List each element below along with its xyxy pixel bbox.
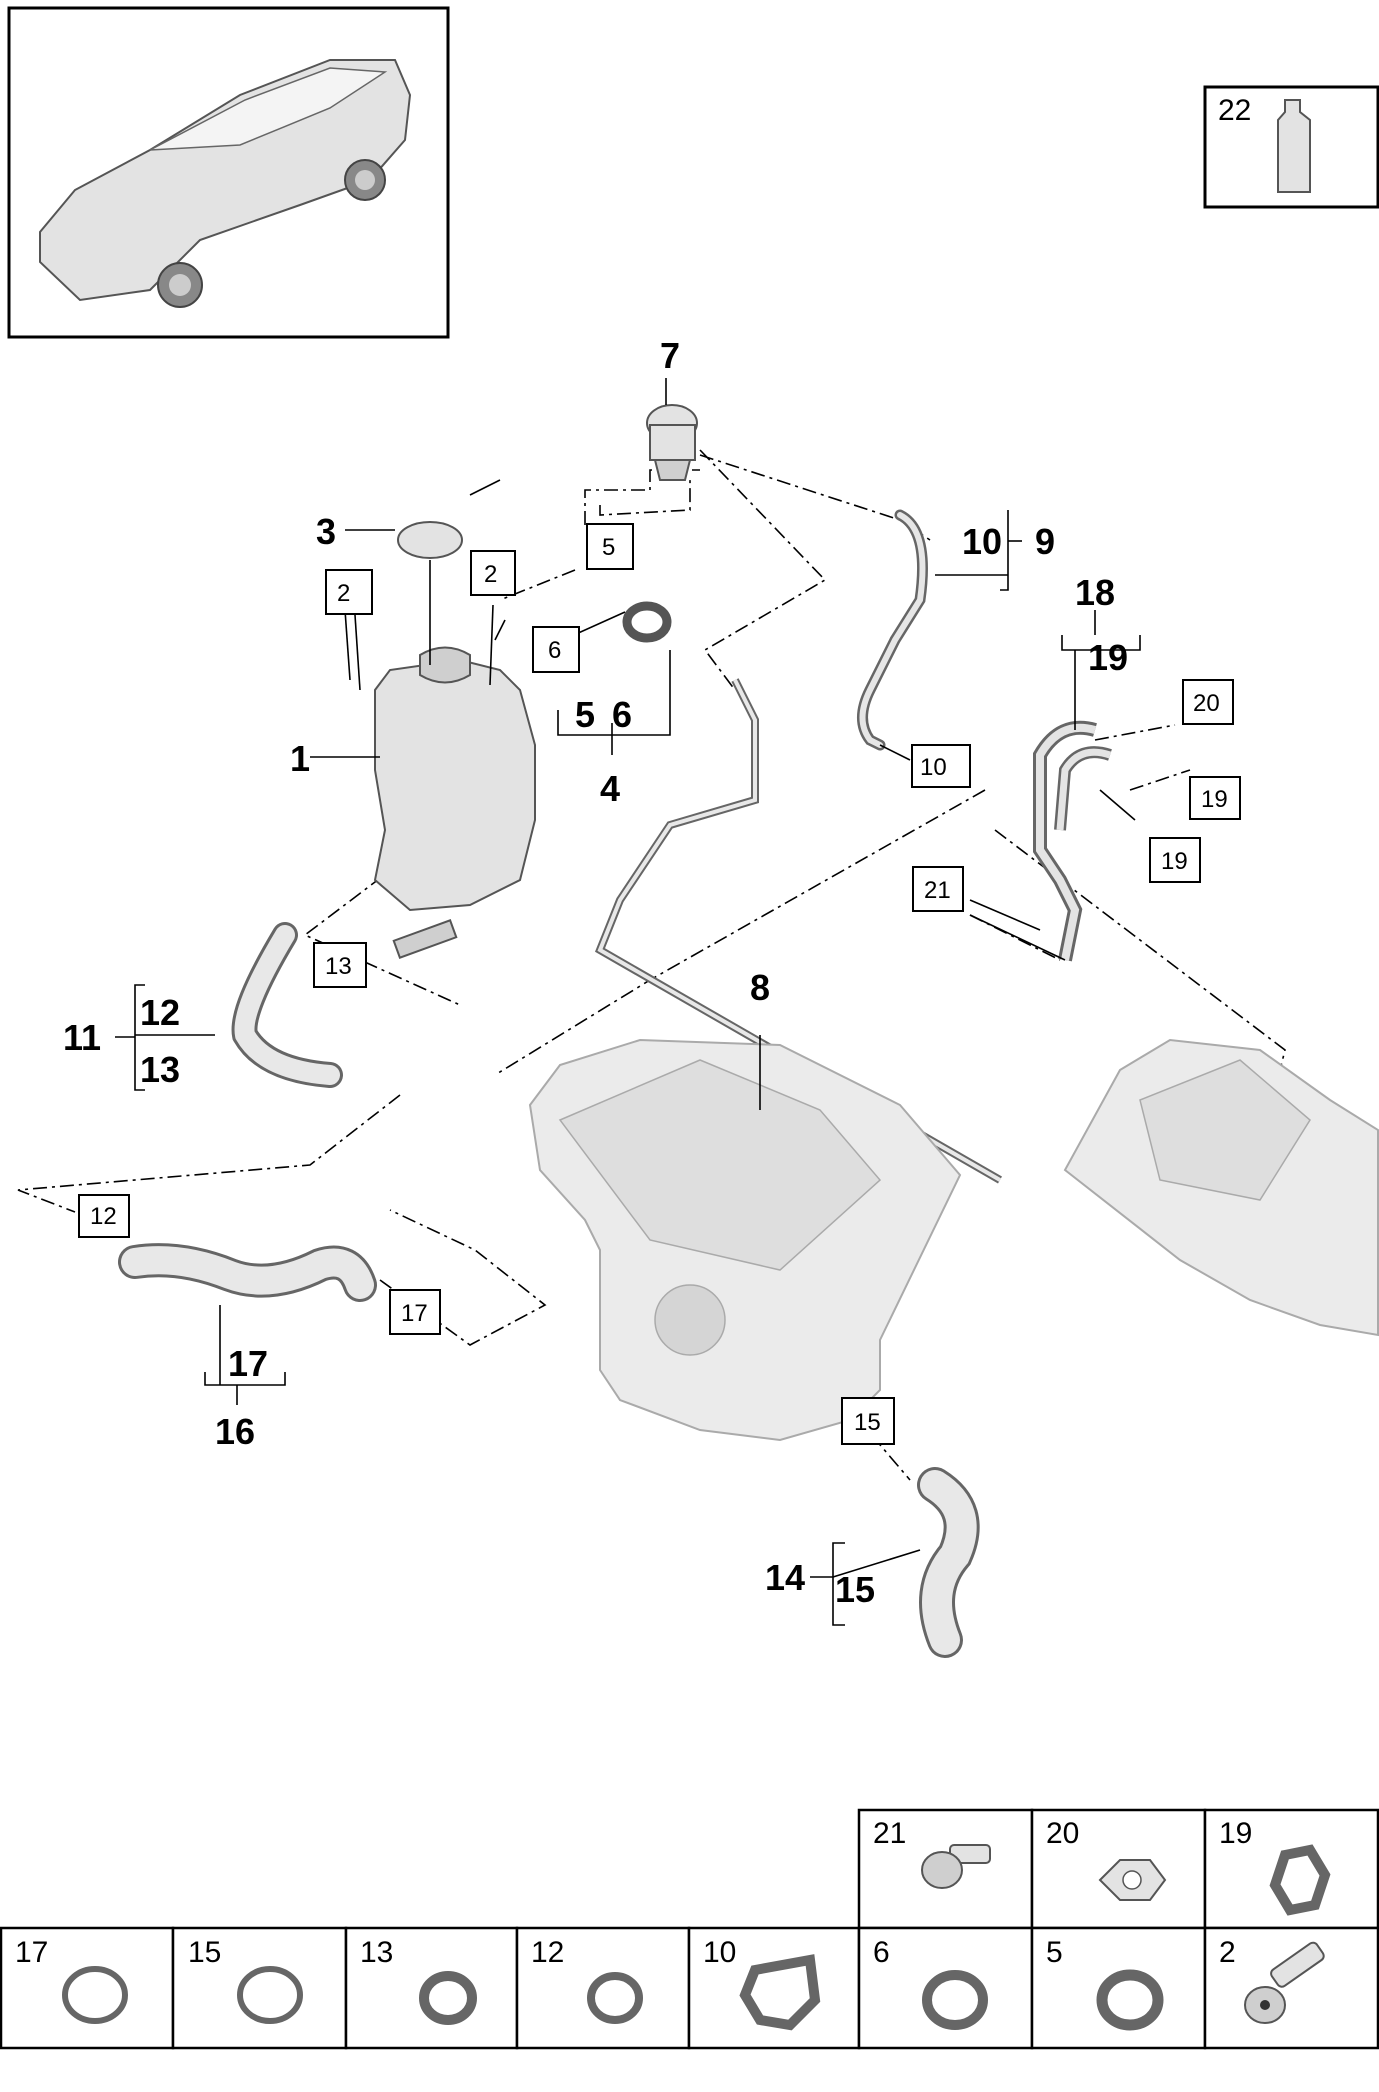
callout-17: 17 <box>228 1343 268 1384</box>
svg-text:2: 2 <box>484 561 497 588</box>
callout-9: 9 <box>1035 521 1055 562</box>
callout-6: 6 <box>612 694 632 735</box>
svg-text:13: 13 <box>325 953 352 980</box>
box-2-right: 2 <box>470 550 516 596</box>
callout-7: 7 <box>660 335 680 376</box>
svg-text:21: 21 <box>924 877 951 904</box>
clamp-5-icon <box>1096 1969 1164 2031</box>
callout-3: 3 <box>316 511 336 552</box>
coolant-pipes-18 <box>1033 720 1112 962</box>
coolant-line-8 <box>594 678 1002 1184</box>
callout-labels: 1 3 4 5 6 7 8 9 10 11 12 13 14 15 16 17 … <box>63 335 1128 1610</box>
vehicle-overview-inset <box>7 6 450 339</box>
boxed-labels: 2 2 5 6 10 13 12 17 15 20 19 19 21 <box>78 523 1241 1445</box>
callout-8: 8 <box>750 967 770 1008</box>
tank-cap <box>397 521 463 559</box>
box-10: 10 <box>911 744 971 788</box>
clamp-17-icon <box>62 1966 128 2024</box>
callout-15: 15 <box>835 1569 875 1610</box>
coolant-expansion-tank <box>373 646 536 959</box>
svg-text:19: 19 <box>1201 786 1228 813</box>
screw-2-icon <box>1244 1941 1325 2024</box>
table-cell-19: 19 <box>1219 1817 1252 1850</box>
svg-text:2: 2 <box>337 580 350 607</box>
coolant-valve <box>646 404 698 481</box>
box-2-left: 2 <box>325 569 373 615</box>
coolant-bottle-inset: 22 <box>1203 85 1379 209</box>
box-13: 13 <box>313 942 367 988</box>
table-cell-20: 20 <box>1046 1817 1079 1850</box>
box-5: 5 <box>586 523 634 570</box>
svg-text:15: 15 <box>854 1409 881 1436</box>
svg-text:17: 17 <box>401 1300 428 1327</box>
screw-21-icon <box>921 1844 991 1889</box>
table-cell-15: 15 <box>188 1936 221 1969</box>
callout-18: 18 <box>1075 572 1115 613</box>
engine-block <box>528 1038 962 1442</box>
table-cell-5: 5 <box>1046 1936 1063 1969</box>
svg-text:5: 5 <box>602 534 615 561</box>
svg-text:12: 12 <box>90 1203 117 1230</box>
table-cell-21: 21 <box>873 1817 906 1850</box>
hardware-table: 21 20 19 17 15 13 12 10 6 5 2 <box>0 1808 1379 2050</box>
callout-14: 14 <box>765 1557 805 1598</box>
svg-text:19: 19 <box>1161 848 1188 875</box>
table-cell-10: 10 <box>703 1936 736 1969</box>
callout-10: 10 <box>962 521 1002 562</box>
box-15: 15 <box>841 1397 895 1445</box>
box-19-upper: 19 <box>1189 776 1241 820</box>
table-cell-17: 17 <box>15 1936 48 1969</box>
callout-19: 19 <box>1088 637 1128 678</box>
table-cell-6: 6 <box>873 1936 890 1969</box>
hose-clamp-5-6 <box>622 601 672 643</box>
bleed-line-9 <box>857 509 928 751</box>
callout-4: 4 <box>600 768 620 809</box>
table-cell-12: 12 <box>531 1936 564 1969</box>
nut-20-icon <box>1098 1859 1167 1901</box>
svg-text:10: 10 <box>920 754 947 781</box>
callout-12: 12 <box>140 992 180 1033</box>
callout-1: 1 <box>290 738 310 779</box>
callout-13: 13 <box>140 1049 180 1090</box>
callout-5: 5 <box>575 694 595 735</box>
box-20: 20 <box>1182 679 1234 725</box>
engine-block-secondary <box>1063 1038 1379 1337</box>
svg-text:6: 6 <box>548 637 561 664</box>
leader-lines <box>115 378 1141 1626</box>
clamp-13-icon <box>419 1971 477 2025</box>
svg-text:20: 20 <box>1193 690 1220 717</box>
clamp-6-icon <box>922 1970 988 2030</box>
box-21: 21 <box>912 866 964 912</box>
callout-16: 16 <box>215 1411 255 1452</box>
clamp-10-icon <box>739 1954 821 2031</box>
box-19-lower: 19 <box>1149 837 1201 883</box>
box-6: 6 <box>532 626 580 673</box>
table-cell-13: 13 <box>360 1936 393 1969</box>
inset-label: 22 <box>1218 94 1251 127</box>
clamp-15-icon <box>237 1966 303 2024</box>
box-17: 17 <box>389 1289 441 1335</box>
box-12: 12 <box>78 1194 130 1238</box>
table-cell-2: 2 <box>1219 1936 1236 1969</box>
clamp-12-icon <box>587 1972 643 2024</box>
clamp-19-icon <box>1269 1844 1331 1916</box>
callout-11: 11 <box>63 1017 101 1058</box>
